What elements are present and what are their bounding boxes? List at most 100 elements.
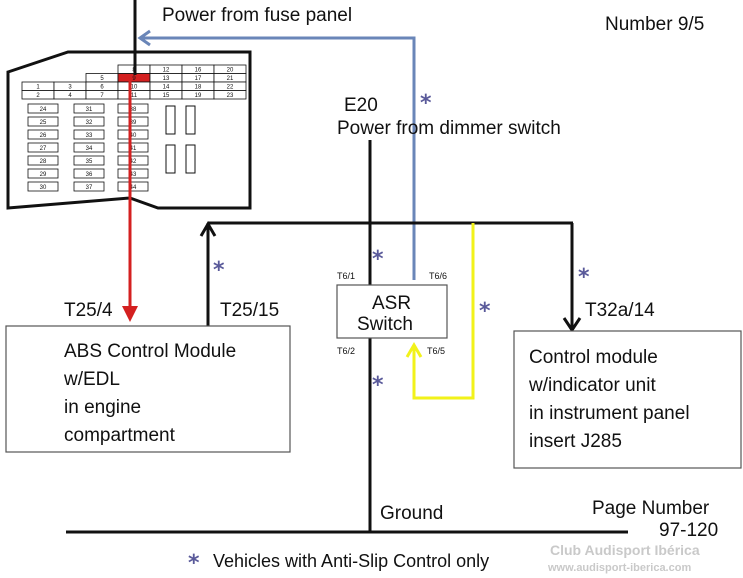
relay-label: 28 [40, 159, 47, 165]
arrow-blue [137, 29, 151, 47]
relay-label: 24 [40, 107, 47, 113]
arrow-red [122, 306, 138, 322]
fuse-label: 22 [227, 85, 234, 91]
relay-slot [165, 144, 176, 174]
asr-switch-box [336, 284, 448, 339]
relay-label: 43 [130, 172, 137, 178]
abs-module-box [5, 325, 291, 453]
relay-label: 40 [130, 133, 137, 139]
control-label-2: w/indicator unit [528, 375, 656, 396]
relay-slot [27, 116, 59, 127]
label-power-dimmer: Power from dimmer switch [337, 118, 561, 139]
relay-slot [117, 181, 149, 192]
relay-slot [117, 168, 149, 179]
fuse-label: 13 [163, 76, 170, 82]
relay-slot [27, 142, 59, 153]
fuse-label: 7 [100, 93, 104, 99]
relay-label: 29 [40, 172, 47, 178]
terminal-t6-1: T6/1 [337, 271, 355, 281]
label-ground: Ground [380, 503, 443, 524]
relay-slot [117, 116, 149, 127]
fuse-label: 12 [163, 68, 170, 74]
fuse-label: 21 [227, 76, 234, 82]
control-label-3: in instrument panel [529, 403, 690, 424]
relay-label: 27 [40, 146, 47, 152]
relay-label: 44 [130, 185, 137, 191]
relay-slot [73, 103, 105, 114]
relay-slot [73, 129, 105, 140]
abs-label-3: in engine [64, 397, 141, 418]
arrow-yellow [405, 342, 423, 358]
fuse-label: 1 [36, 85, 40, 91]
terminal-t6-6: T6/6 [429, 271, 447, 281]
star-marker: * [372, 247, 384, 272]
terminal-t25-4: T25/4 [64, 300, 113, 321]
relay-label: 41 [130, 146, 137, 152]
relay-slot [165, 105, 176, 135]
relay-label: 33 [86, 133, 93, 139]
relay-label: 25 [40, 120, 47, 126]
fuse-label: 15 [163, 93, 170, 99]
relay-slot [73, 116, 105, 127]
relay-slot [185, 144, 196, 174]
relay-slot [27, 129, 59, 140]
asr-label-2: Switch [357, 314, 413, 335]
relay-label: 34 [86, 146, 93, 152]
label-footnote: Vehicles with Anti-Slip Control only [213, 551, 489, 571]
relay-label: 26 [40, 133, 47, 139]
relay-slot [73, 155, 105, 166]
abs-label-1: ABS Control Module [64, 341, 236, 362]
fuse-label: 10 [131, 85, 138, 91]
relay-slot [73, 142, 105, 153]
relay-slot [73, 181, 105, 192]
terminal-t32a-14: T32a/14 [585, 300, 655, 321]
asr-label-1: ASR [372, 293, 411, 314]
relay-label: 32 [86, 120, 93, 126]
footnote-star: * [188, 551, 200, 576]
control-label-1: Control module [529, 347, 658, 368]
relay-slot [27, 155, 59, 166]
arrow-up [199, 221, 217, 237]
wire-blue [140, 36, 416, 280]
relay-slot [117, 129, 149, 140]
fuse-slot [213, 90, 247, 100]
relay-slot [117, 155, 149, 166]
control-label-4: insert J285 [529, 431, 622, 452]
terminal-t25-15: T25/15 [220, 300, 279, 321]
fuse-label: 4 [68, 93, 72, 99]
fuse-label: 2 [36, 93, 40, 99]
abs-label-4: compartment [64, 425, 176, 446]
relay-label: 38 [130, 107, 137, 113]
relay-grid: 2425262728293031323334353637383940414243… [27, 103, 149, 192]
fuse-label: 11 [131, 93, 138, 99]
relay-slot [27, 168, 59, 179]
fuse-label: 3 [68, 85, 72, 91]
relay-slot [27, 181, 59, 192]
abs-label-2: w/EDL [63, 369, 120, 390]
fuse-label: 5 [100, 76, 104, 82]
label-number: Number 9/5 [605, 14, 704, 35]
relay-label: 35 [86, 159, 93, 165]
wire-yellow [412, 223, 475, 400]
relay-label: 36 [86, 172, 93, 178]
label-page-number: Page Number [592, 498, 710, 519]
label-e20: E20 [344, 95, 378, 116]
relay-slot [117, 142, 149, 153]
fuse-label: 18 [195, 85, 202, 91]
watermark-name: Club Audisport Ibérica [550, 542, 700, 558]
fuse-label: 9 [132, 76, 136, 82]
fuse-label: 19 [195, 93, 202, 99]
arrow-down [562, 317, 582, 333]
relay-label: 42 [130, 159, 137, 165]
fuse-label: 16 [195, 68, 202, 74]
label-page-value: 97-120 [659, 520, 718, 541]
fuse-grid: 8121620591317211361014182224711151923 [21, 64, 247, 100]
relay-slot [117, 103, 149, 114]
star-marker: * [479, 299, 491, 324]
fuse-label: 17 [195, 76, 202, 82]
fuse-label: 23 [227, 93, 234, 99]
fuse-label: 14 [163, 85, 170, 91]
relay-slot [185, 105, 196, 135]
relay-label: 39 [130, 120, 137, 126]
control-module-box [513, 330, 742, 469]
